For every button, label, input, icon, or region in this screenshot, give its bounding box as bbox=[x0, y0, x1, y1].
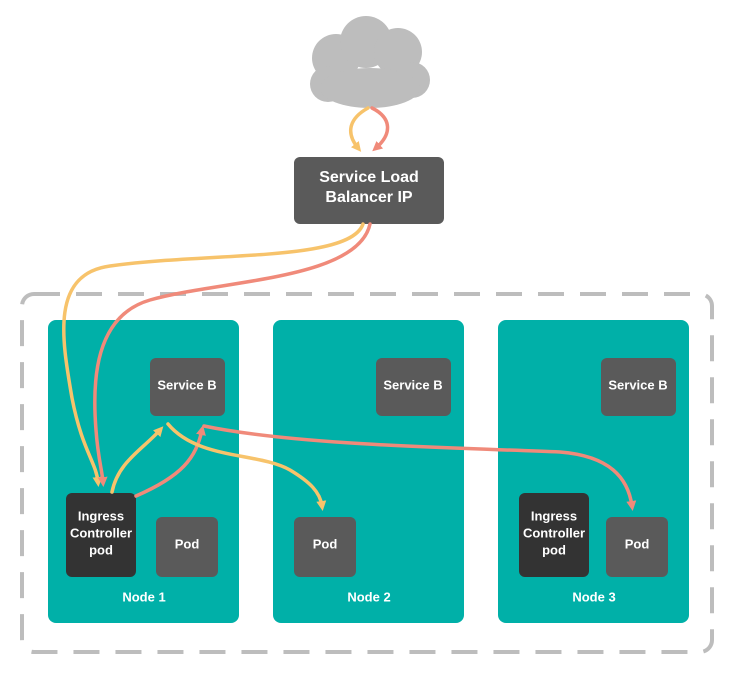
flow-service-to-node2-pod-yellow bbox=[166, 422, 327, 511]
node-1-service-b: Service B bbox=[150, 358, 225, 416]
node-3-service-b-label: Service B bbox=[608, 377, 667, 392]
node-1-ingress-line2: Controller bbox=[70, 525, 132, 540]
node-3-pod: Pod bbox=[606, 517, 668, 577]
flow-lb-to-ingress-red bbox=[93, 222, 372, 487]
node-1-ingress-controller-pod: Ingress Controller pod bbox=[66, 493, 136, 577]
node-2-service-b-label: Service B bbox=[383, 377, 442, 392]
node-2-label: Node 2 bbox=[347, 589, 390, 604]
node-1-pod-label: Pod bbox=[175, 536, 200, 551]
node-3-label: Node 3 bbox=[572, 589, 615, 604]
flow-service-to-node3-pod-red bbox=[202, 424, 637, 511]
service-load-balancer: Service Load Balancer IP bbox=[294, 157, 444, 224]
node-1-ingress-line3: pod bbox=[89, 542, 113, 557]
node-1-pod: Pod bbox=[156, 517, 218, 577]
node-3-ingress-line1: Ingress bbox=[531, 508, 577, 523]
node-1-ingress-line1: Ingress bbox=[78, 508, 124, 523]
load-balancer-label-line2: Balancer IP bbox=[325, 189, 412, 206]
node-3-service-b: Service B bbox=[601, 358, 676, 416]
flow-cloud-to-lb-red bbox=[370, 106, 390, 152]
node-1-label: Node 1 bbox=[122, 589, 165, 604]
node-3-ingress-controller-pod: Ingress Controller pod bbox=[519, 493, 589, 577]
node-1-service-b-label: Service B bbox=[157, 377, 216, 392]
node-2-pod-label: Pod bbox=[313, 536, 338, 551]
node-3-ingress-line2: Controller bbox=[523, 525, 585, 540]
flow-cloud-to-lb-yellow bbox=[348, 106, 370, 152]
cluster-boundary bbox=[20, 292, 714, 654]
node-2-service-b: Service B bbox=[376, 358, 451, 416]
flow-ingress-to-service-yellow bbox=[110, 426, 164, 494]
load-balancer-label-line1: Service Load bbox=[319, 169, 419, 186]
flow-lb-to-ingress-yellow bbox=[62, 222, 365, 487]
internet-cloud-icon bbox=[310, 16, 430, 108]
node-3-pod-label: Pod bbox=[625, 536, 650, 551]
flow-ingress-to-service-red bbox=[134, 425, 206, 498]
node-3-ingress-line3: pod bbox=[542, 542, 566, 557]
node-2-pod: Pod bbox=[294, 517, 356, 577]
